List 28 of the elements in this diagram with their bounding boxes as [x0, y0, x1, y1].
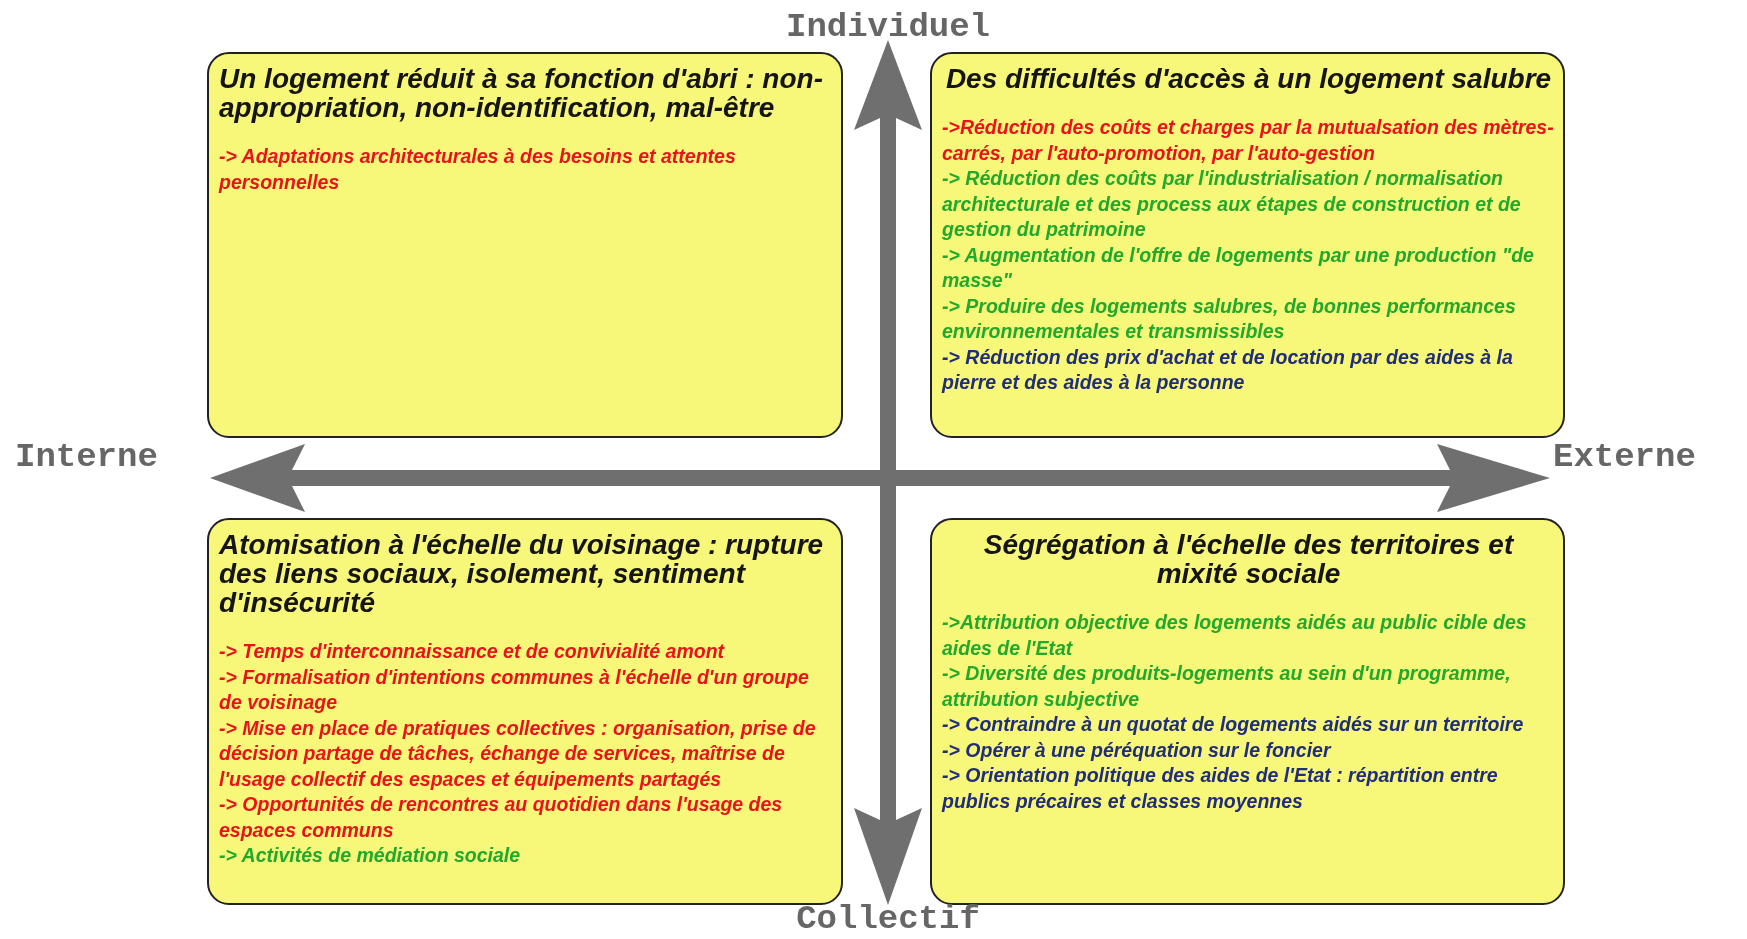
- measure-text: -> Réduction des coûts par l'industrialisation / normalisation architecturale et des process aux étapes de construction et de gestion du patrimoine: [942, 166, 1522, 242]
- axis-label: Individuel: [786, 8, 990, 46]
- measure-text: -> Opérer à une péréquation sur le foncier: [942, 737, 1333, 763]
- measure-text: -> Temps d'interconnaissance et de convivialité amont: [219, 639, 726, 664]
- measure-text: -> Produire des logements salubres, de bonnes performances environnementales et transmissibles: [942, 293, 1517, 344]
- measure-text: -> Adaptations architecturales à des besoins et attentes personnelles: [219, 144, 737, 195]
- measure-text: -> Augmentation de l'offre de logements par une production "de masse": [942, 242, 1535, 293]
- measure-text: -> Orientation politique des aides de l'Etat : répartition entre publics précaires et classes moyennes: [942, 763, 1499, 814]
- measure-text: -> Opportunités de rencontres au quotidien dans l'usage des espaces communs: [219, 792, 784, 843]
- axis-label: Externe: [1553, 438, 1696, 476]
- quadrant-heading: Un logement réduit à sa fonction d'abri : non-appropriation, non-identification, mal-être: [219, 64, 824, 122]
- quadrant-box: [930, 52, 1565, 438]
- measure-text: -> Activités de médiation sociale: [219, 843, 522, 868]
- quadrant-heading: Ségrégation à l'échelle des territoires et mixité sociale: [982, 530, 1516, 588]
- quadrant-heading: Atomisation à l'échelle du voisinage : rupture des liens sociaux, isolement, sentiment d'insécurité: [219, 530, 825, 617]
- quadrant-heading: Des difficultés d'accès à un logement salubre: [944, 64, 1553, 93]
- measure-text: -> Diversité des produits-logements au sein d'un programme, attribution subjective: [942, 661, 1512, 712]
- quadrant-box: [207, 52, 843, 438]
- quadrant-box: [207, 518, 843, 905]
- axis-label: Interne: [15, 438, 158, 476]
- measure-text: -> Contraindre à un quotat de logements aidés sur un territoire: [942, 712, 1525, 737]
- measure-text: -> Mise en place de pratiques collectives : organisation, prise de décision partage de tâches, échange de services, maîtrise de l'usage collectif des espaces et équipements partagés: [219, 715, 817, 792]
- axis-label: Collectif: [796, 900, 980, 938]
- measure-text: ->Réduction des coûts et charges par la mutualsation des mètres-carrés, par l'auto-promotion, par l'auto-gestion: [942, 115, 1555, 166]
- quadrant-box: [930, 518, 1565, 905]
- measure-text: -> Réduction des prix d'achat et de location par des aides à la pierre et des aides à la personne: [942, 344, 1514, 395]
- measure-text: ->Attribution objective des logements aidés au public cible des aides de l'Etat: [942, 610, 1528, 661]
- measure-text: -> Formalisation d'intentions communes à l'échelle d'un groupe de voisinage: [219, 664, 810, 715]
